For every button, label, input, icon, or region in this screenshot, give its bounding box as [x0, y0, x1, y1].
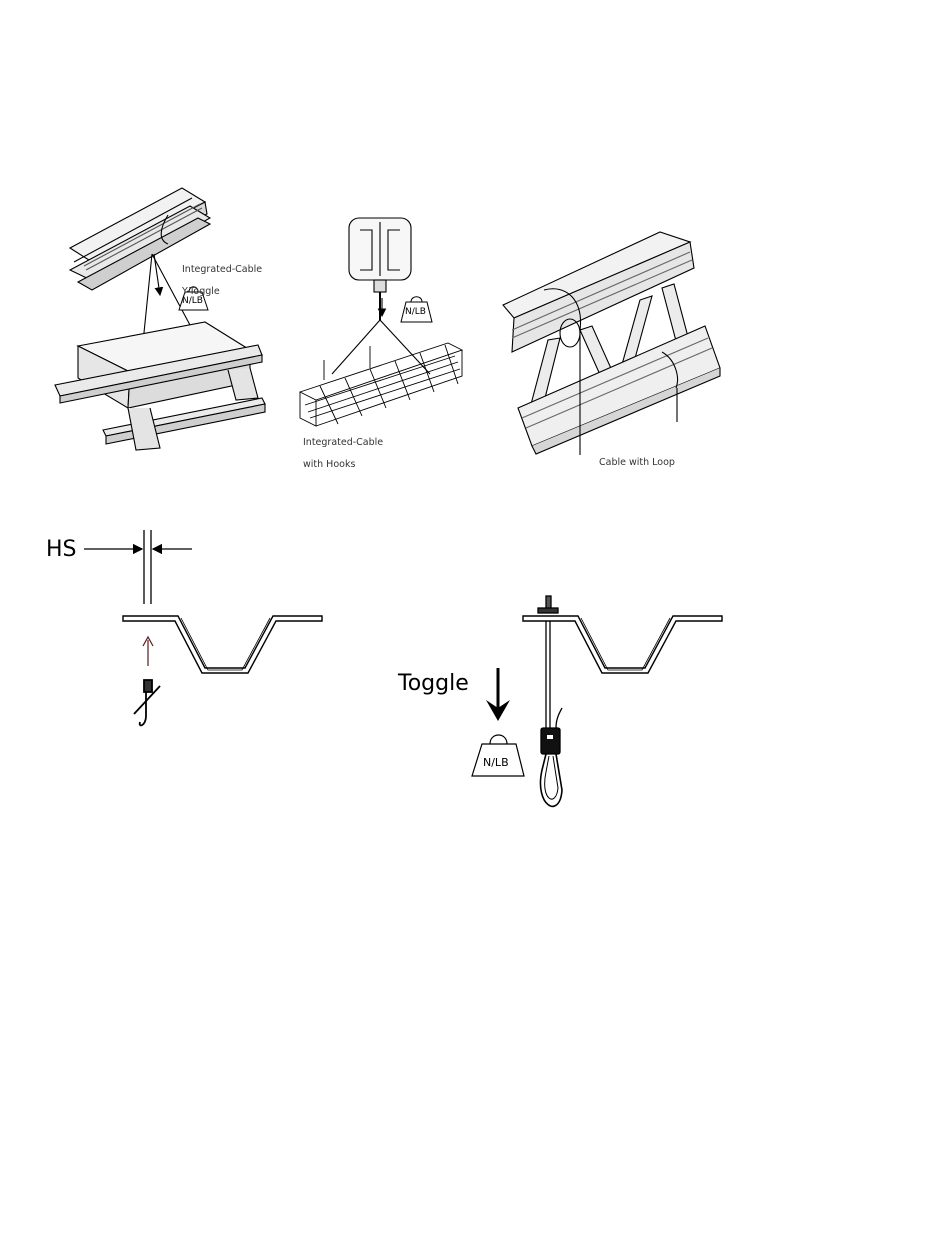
fig5-cable-and-gripper	[540, 621, 562, 806]
fig3-truss-illustration	[503, 232, 720, 455]
fig2-weight-text: N/LB	[405, 307, 426, 317]
fig2-label-line2: with Hooks	[303, 459, 383, 470]
fig1-ytoggle-illustration	[55, 188, 265, 450]
fig4-anchor-pin	[134, 680, 160, 725]
fig1-ceiling-grid	[55, 322, 265, 450]
fig5-weight-text: N/LB	[483, 756, 509, 769]
fig2-cable-tray-illustration	[300, 218, 462, 426]
fig5-toggle-label: Toggle	[398, 672, 469, 696]
fig4-hs-dimension	[84, 530, 192, 604]
fig1-weight-text: N/LB	[182, 296, 203, 306]
fig2-label-line1: Integrated-Cable	[303, 437, 383, 448]
fig5-load-arrow	[486, 668, 510, 721]
fig4-insert-arrow	[143, 637, 153, 666]
fig2-lighting-fixture	[349, 218, 411, 292]
fig2-wire-tray	[300, 343, 462, 426]
fig1-label-line1: Integrated-Cable	[182, 264, 262, 275]
fig5-deck-profile	[523, 616, 722, 673]
fig4-hs-label: HS	[46, 538, 77, 562]
fig5-toggle-anchor	[538, 596, 558, 613]
fig3-label: Cable with Loop	[599, 457, 675, 468]
